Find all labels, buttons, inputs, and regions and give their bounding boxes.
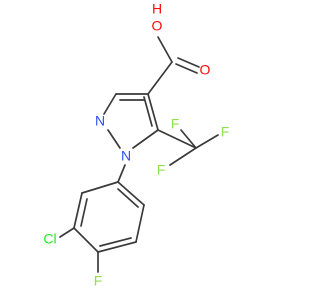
atom-hydroxyl-hydrogen-label: H xyxy=(152,1,162,17)
atom-n2-label: N xyxy=(95,113,105,129)
atom-n1-label: N xyxy=(121,148,131,164)
bond-aryl-c1-c2 xyxy=(81,181,119,194)
bond-aryl-inner-a xyxy=(80,198,88,227)
bond-aryl-c4-c5 xyxy=(97,241,137,253)
bond-aryl-c3-c4 xyxy=(73,227,99,253)
bond-layer xyxy=(59,36,219,273)
atom-label-layer: H O O N N F F F Cl F xyxy=(43,1,229,289)
bond-aryl-inner-c xyxy=(117,188,139,208)
atom-cf3-fluorine-b-label: F xyxy=(221,124,230,140)
atom-cf3-fluorine-a-label: F xyxy=(171,116,180,132)
bond-aryl-c6-c1 xyxy=(117,181,145,206)
bond-c4-carboxyl-c xyxy=(147,61,173,95)
bond-aryl-c5-c6 xyxy=(135,204,145,243)
bond-carboxyl-c-o-b xyxy=(177,57,200,68)
bond-carboxyl-c-oh xyxy=(157,36,173,63)
bond-aryl-c2-c3 xyxy=(73,192,83,229)
bond-n1-aryl-c1 xyxy=(117,164,126,183)
bond-carboxyl-c-o-a xyxy=(175,63,198,74)
atom-hydroxyl-oxygen-label: O xyxy=(152,18,163,34)
bond-cf3-c-fc xyxy=(169,147,197,166)
bond-c5-c4-b xyxy=(143,96,153,127)
bond-aryl-c3-cl xyxy=(59,227,75,238)
atom-chlorine-label: Cl xyxy=(43,231,56,247)
bond-c5-cf3-c xyxy=(157,129,197,149)
bond-n2-n1 xyxy=(107,129,121,149)
bond-c5-c4-a xyxy=(147,93,159,131)
bond-c3-n2 xyxy=(103,93,117,115)
molecule-structure-diagram: H O O N N F F F Cl F xyxy=(43,1,229,289)
atom-carbonyl-oxygen-label: O xyxy=(200,62,211,78)
bond-n1-c5 xyxy=(132,129,159,149)
bond-cf3-c-fa xyxy=(180,129,197,149)
bond-aryl-inner-b xyxy=(99,237,132,247)
atom-cf3-fluorine-c-label: F xyxy=(157,162,166,178)
atom-aryl-fluorine-label: F xyxy=(94,273,103,289)
bond-cf3-c-fb xyxy=(195,134,219,149)
